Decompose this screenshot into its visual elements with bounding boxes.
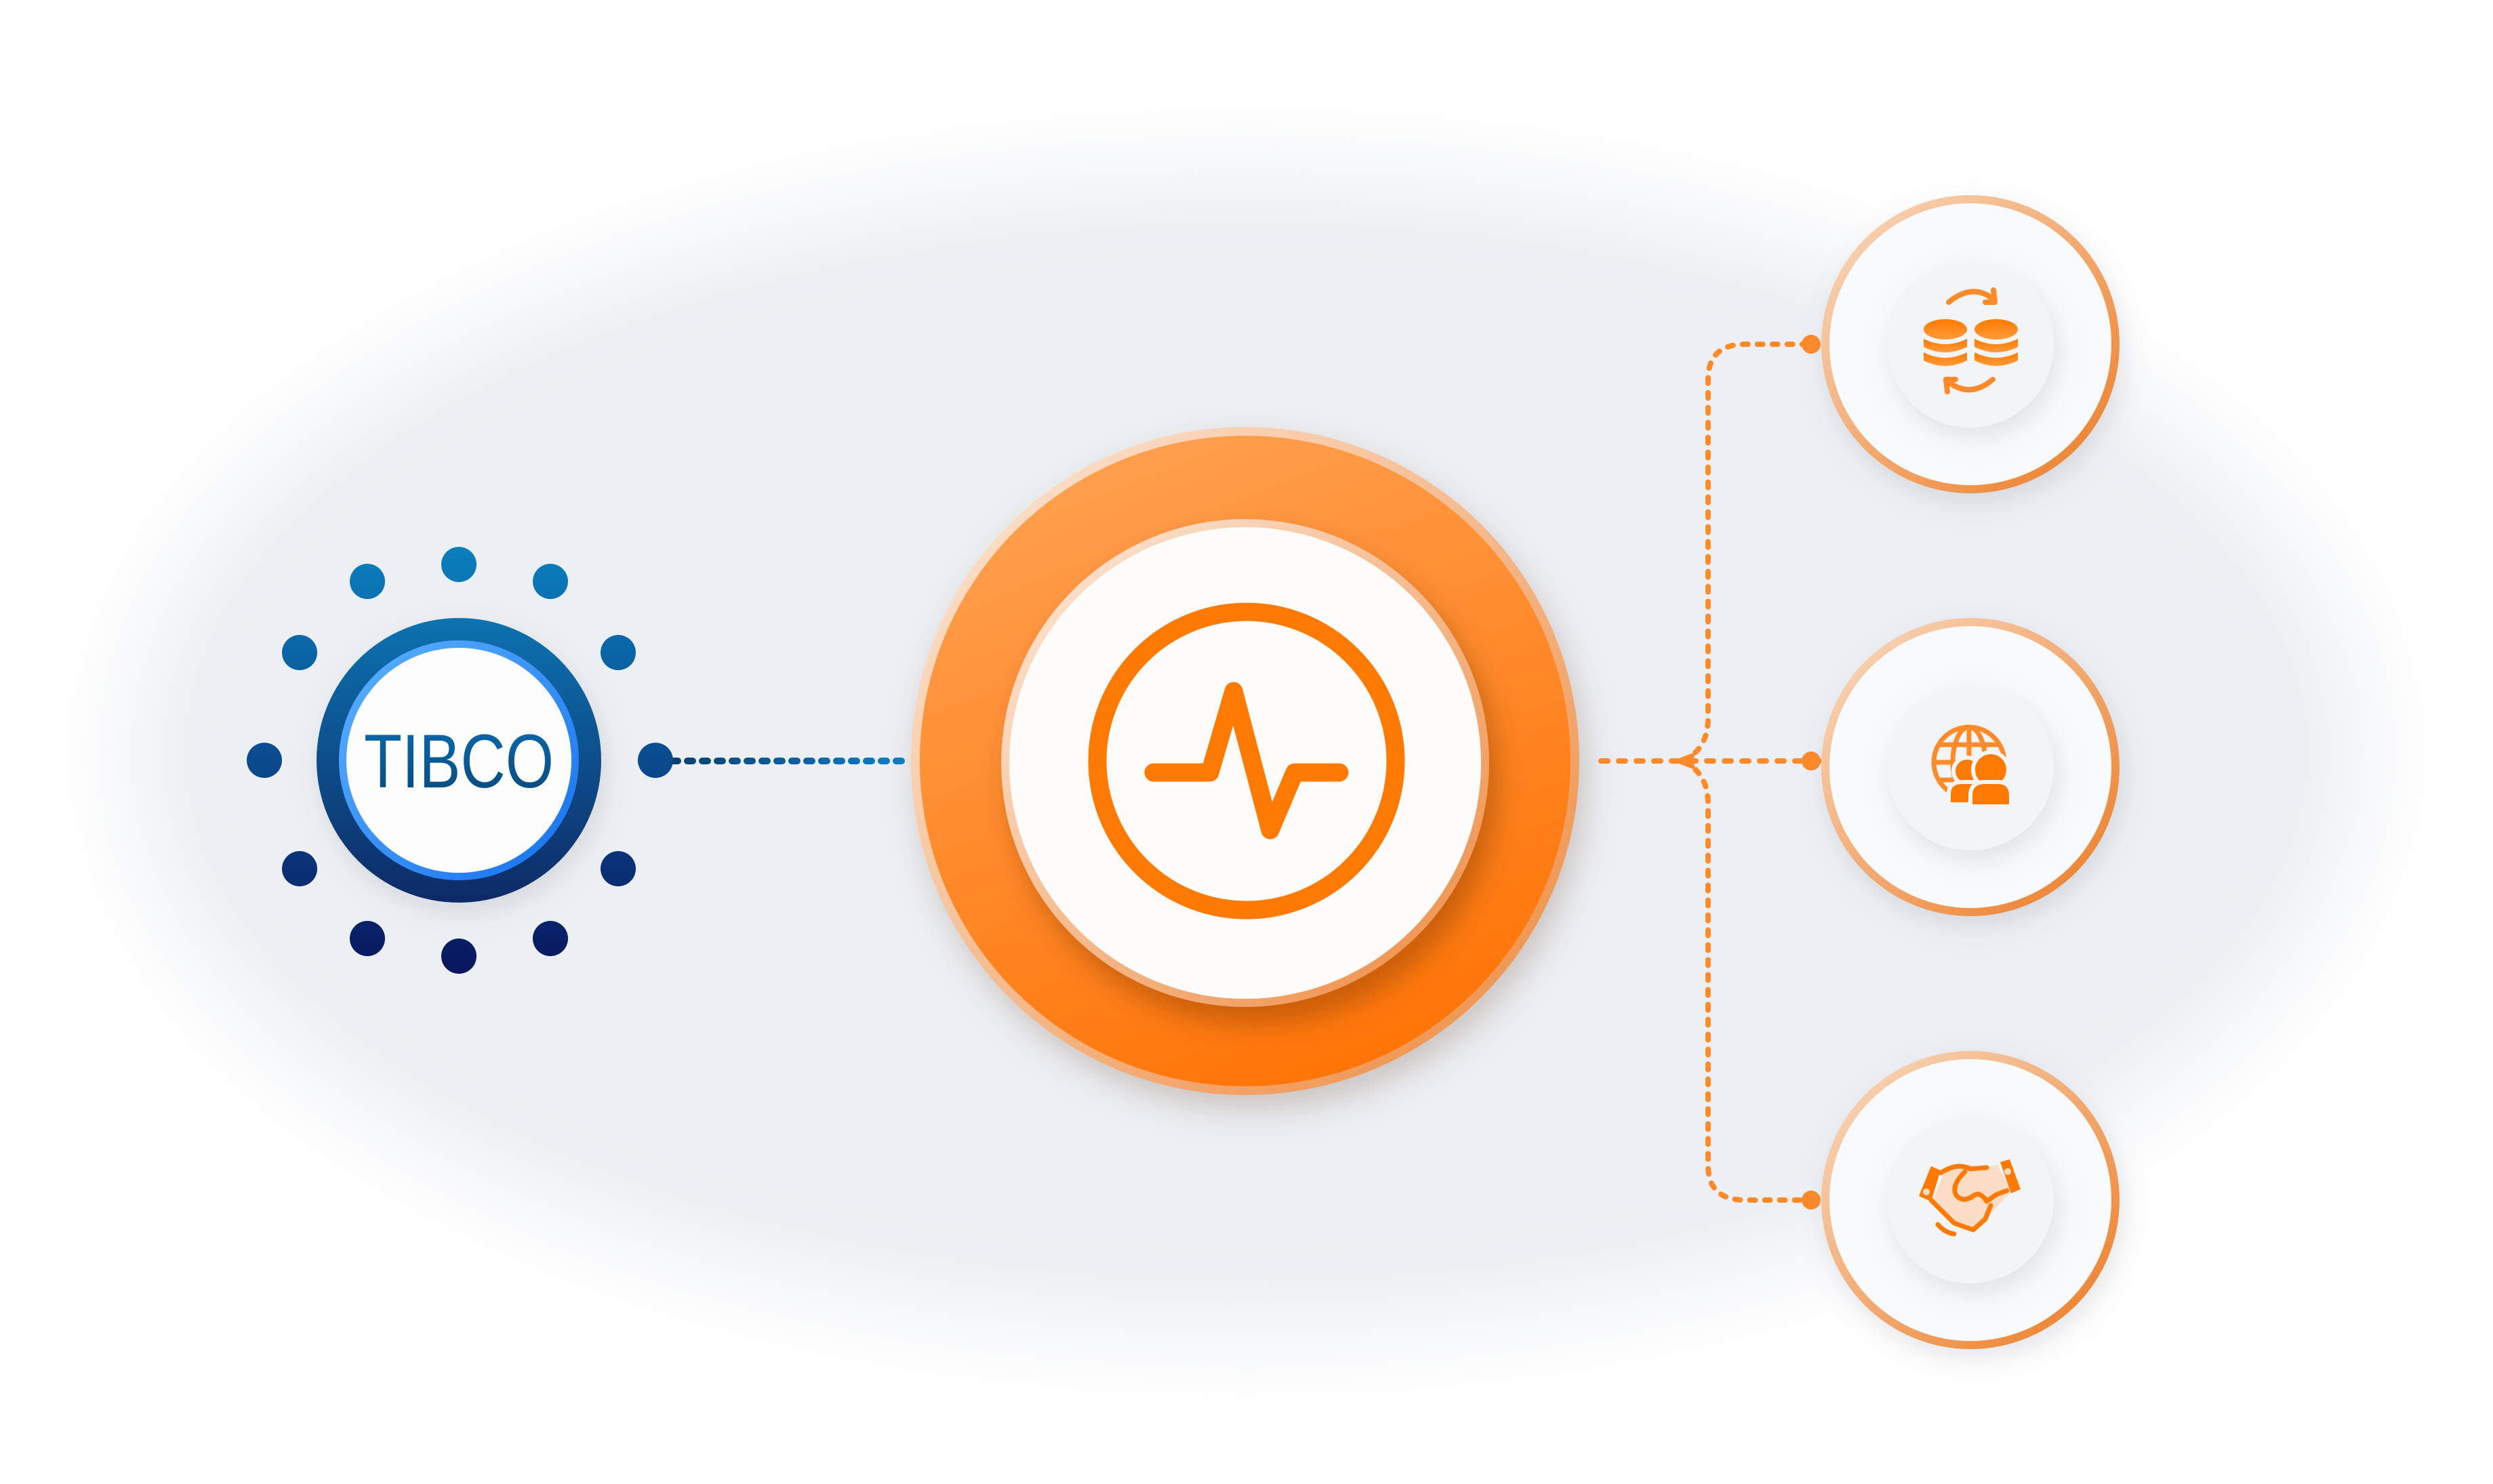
target-node-partnership[interactable] <box>1802 1051 2120 1349</box>
tibco-face <box>346 648 571 873</box>
hub-node[interactable] <box>911 427 1579 1095</box>
tibco-logo-text: TIBCO <box>364 719 554 804</box>
satellite-dots <box>247 547 673 974</box>
hub-target-connectors <box>1598 342 1826 1203</box>
globe-users-icon <box>1931 724 2013 808</box>
handshake-icon <box>1919 1159 2021 1237</box>
target-node-data-sync[interactable] <box>1802 195 2120 493</box>
database-sync-icon <box>1924 287 2018 394</box>
target-node-global-users[interactable] <box>1802 618 2120 916</box>
tibco-source-node[interactable]: TIBCO <box>247 547 673 974</box>
activity-pulse-icon <box>1088 602 1405 920</box>
